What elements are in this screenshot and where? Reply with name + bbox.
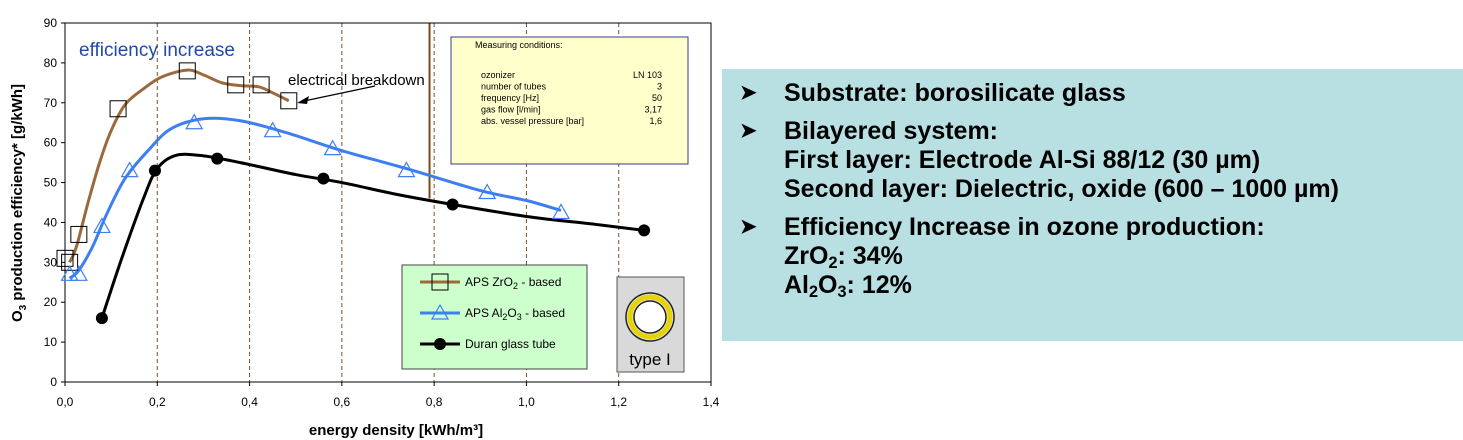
series-1-point: [60, 265, 79, 281]
bullet-text: First layer: Electrode Al-Si 88/12 (30 µ…: [784, 146, 1261, 174]
y-tick-label: 20: [44, 295, 58, 309]
series-2-point: [148, 164, 161, 177]
annotation-efficiency-increase: efficiency increase: [79, 40, 235, 61]
series-2-point: [211, 152, 224, 165]
condition-value: 1,6: [649, 116, 662, 126]
condition-label: ozonizer: [481, 70, 515, 80]
x-tick-label: 1,0: [518, 395, 535, 409]
legend-label-0: APS ZrO2 - based: [465, 275, 561, 291]
type-label: type I: [629, 350, 671, 369]
tube-coating-icon: [627, 294, 673, 340]
series-0-point: [252, 76, 270, 94]
x-tick-label: 1,2: [610, 395, 627, 409]
series-1-point: [478, 183, 497, 200]
x-tick-label: 0,0: [57, 395, 74, 409]
series-2-line: [100, 152, 645, 319]
x-tick-label: 0,4: [241, 395, 258, 409]
x-tick-label: 1,4: [703, 395, 720, 409]
y-tick-label: 90: [44, 16, 58, 30]
series-markers: [56, 62, 651, 325]
annotation-electrical-breakdown: electrical breakdown: [288, 72, 425, 89]
series-0-point: [227, 76, 245, 94]
y-tick-label: 50: [44, 176, 58, 190]
bullet-efficiency: ➤ Efficiency Increase in ozone productio…: [740, 213, 1463, 300]
bullet-substrate: ➤ Substrate: borosilicate glass: [740, 79, 1463, 108]
x-axis-ticks: 0,0 0,2 0,4 0,6 0,8 1,0 1,2 1,4: [57, 382, 720, 409]
condition-label: gas flow [l/min]: [481, 105, 541, 115]
condition-label: frequency [Hz]: [481, 93, 539, 103]
series-2-point: [638, 224, 651, 237]
al2o3-result: Al2O3: 12%: [784, 271, 912, 302]
series-1-line: [68, 116, 562, 280]
y-axis-label: O3 production efficiency* [g/kWh]: [9, 84, 29, 322]
legend-label-2: Duran glass tube: [465, 337, 556, 351]
y-tick-label: 40: [44, 215, 58, 229]
conditions-box: Measuring conditions: ozonizer LN 103 numb…: [450, 36, 689, 165]
bullet-text: Efficiency Increase in ozone production:: [784, 213, 1265, 241]
x-tick-label: 0,6: [334, 395, 351, 409]
x-axis-label: energy density [kWh/m³]: [309, 422, 483, 439]
legend-label-1: APS Al2O3 - based: [465, 306, 565, 322]
arrowhead-bullet-icon: ➤: [740, 216, 757, 238]
breakdown-arrow: [297, 85, 376, 104]
bullet-text: Bilayered system:: [784, 117, 999, 145]
bullet-text: Substrate: borosilicate glass: [784, 79, 1126, 107]
zro2-result: ZrO2: 34%: [784, 242, 903, 273]
x-tick-label: 0,2: [149, 395, 166, 409]
condition-value: 3: [657, 82, 662, 92]
series-0-point: [56, 249, 74, 267]
y-tick-label: 80: [44, 56, 58, 70]
x-tick-label: 0,8: [426, 395, 443, 409]
series-0-point: [178, 62, 196, 80]
series-2-point: [446, 198, 459, 211]
series-0-point: [109, 100, 127, 118]
series-1-point: [185, 113, 204, 130]
series-1-point: [397, 161, 416, 178]
plot-frame: [64, 22, 712, 383]
y-tick-label: 70: [44, 96, 58, 110]
conditions-title: Measuring conditions:: [475, 40, 563, 50]
series-1-point: [323, 139, 342, 156]
type-badge: type I: [616, 276, 685, 373]
condition-label: abs. vessel pressure [bar]: [481, 116, 584, 126]
series-1-point: [92, 217, 111, 234]
series-1-point: [263, 121, 282, 138]
series-0-line: [68, 68, 290, 263]
bullet-text: Second layer: Dielectric, oxide (600 – 1…: [784, 175, 1339, 203]
series-1-point: [69, 265, 88, 281]
series-0-point: [280, 92, 298, 110]
y-axis-ticks: 0 10 20 30 40 50 60 70 80 90: [44, 16, 65, 389]
y-tick-label: 60: [44, 136, 58, 150]
condition-label: number of tubes: [481, 82, 547, 92]
series-curves: [68, 68, 645, 319]
efficiency-chart: 0,0 0,2 0,4 0,6 0,8 1,0 1,2 1,4 0 10 20 30 40 50 60 70…: [9, 16, 720, 439]
bullet-bilayer: ➤ Bilayered system: First layer: Electro…: [740, 117, 1463, 204]
series-1-point: [120, 161, 139, 178]
y-tick-label: 10: [44, 335, 58, 349]
condition-value: 3,17: [644, 105, 662, 115]
legend-marker-0: [431, 273, 449, 291]
series-0-point: [61, 253, 79, 271]
legend-marker-2: [434, 338, 446, 350]
series-1-point: [552, 203, 571, 220]
series-2-point: [317, 172, 330, 185]
summary-panel: ➤ Substrate: borosilicate glass ➤ Bilaye…: [722, 69, 1463, 341]
arrowhead-bullet-icon: ➤: [740, 120, 757, 142]
y-tick-label: 0: [50, 375, 57, 389]
legend-marker-1: [430, 303, 450, 320]
y-tick-label: 30: [44, 255, 58, 269]
arrowhead-bullet-icon: ➤: [740, 82, 757, 104]
series-2-point: [95, 312, 108, 325]
condition-value: 50: [652, 93, 662, 103]
tube-inner-icon: [633, 300, 667, 334]
condition-value: LN 103: [633, 70, 662, 80]
series-0-point: [70, 225, 88, 243]
